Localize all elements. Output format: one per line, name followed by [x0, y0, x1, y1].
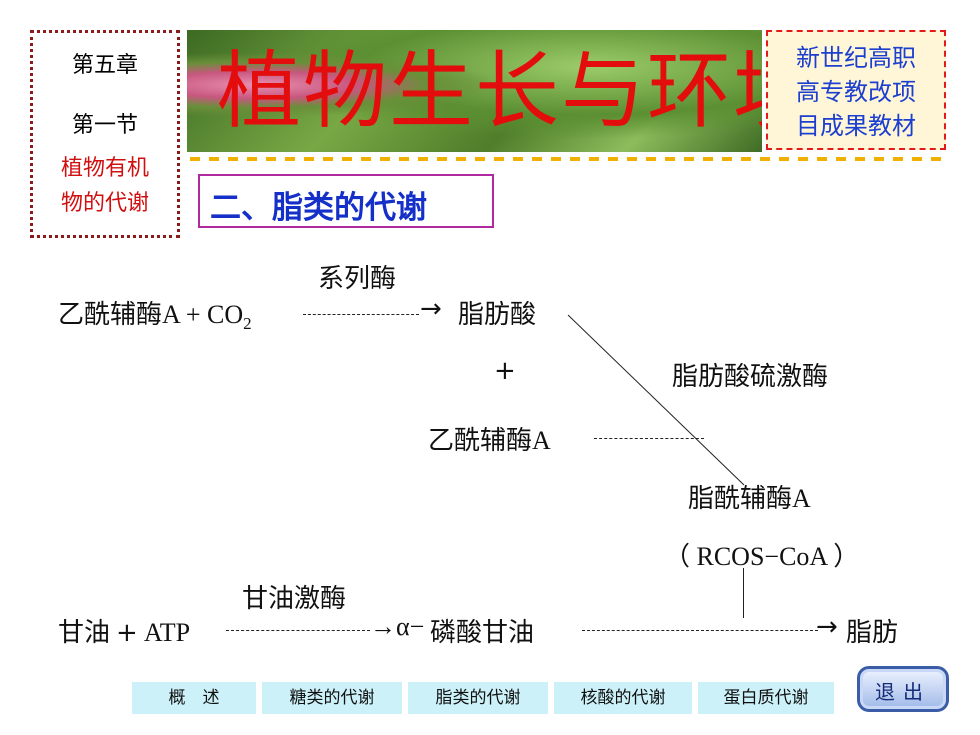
fatty-acid: 脂肪酸 — [458, 300, 537, 330]
fat-product: 脂肪 — [846, 618, 899, 648]
glycerol-text: 甘油 — [58, 618, 111, 648]
nav-protein-metabolism-button[interactable]: 蛋白质代谢 — [698, 682, 834, 714]
topic-line-2: 物的代谢 — [60, 191, 149, 216]
plus-sign: + — [494, 356, 516, 386]
acetyl-coa-2-text: 乙酰辅酶 — [428, 426, 533, 456]
fatty-acid-thiokinase: 脂肪酸硫激酶 — [672, 362, 829, 392]
exit-button[interactable]: 退出 — [857, 666, 949, 712]
topic-line-1: 植物有机 — [60, 156, 149, 181]
acetyl-coa-2: 乙酰辅酶A — [428, 420, 551, 457]
glycerol-kinase: 甘油激酶 — [242, 584, 347, 614]
chapter-box: 第五章 第一节 植物有机 物的代谢 — [30, 30, 180, 238]
banner-image: 植物生长与环境 — [187, 30, 762, 152]
nav-overview-button[interactable]: 概 述 — [132, 682, 256, 714]
arrow-head-final: → — [816, 612, 838, 642]
exit-label: 退出 — [875, 680, 931, 704]
acyl-coa-formula: （ RCOS−CoA ） — [664, 542, 860, 571]
arrow-line-1 — [303, 314, 419, 315]
textbook-note-line-1: 新世纪高职 — [796, 44, 916, 72]
nav-sugar-metabolism-button[interactable]: 糖类的代谢 — [262, 682, 402, 714]
textbook-note-box: 新世纪高职 高专教改项 目成果教材 — [766, 30, 946, 150]
dash-line-2 — [594, 438, 704, 439]
acyl-coa: 脂酰辅酶A — [688, 478, 811, 515]
arrow-head-1: → — [420, 294, 442, 324]
glycerol-atp: 甘油+ATP — [58, 612, 190, 649]
acetyl-coa-2-letter: A — [532, 426, 551, 455]
decorative-dot-line — [190, 157, 950, 161]
arrow-line-3 — [226, 630, 370, 631]
acetyl-coa-co2: 乙酰辅酶A + CO2 — [58, 294, 252, 333]
co2-subscript: 2 — [243, 314, 252, 333]
diagonal-connector — [567, 314, 745, 486]
acyl-coa-text: 脂酰辅酶 — [688, 484, 793, 514]
arrow-line-final — [582, 630, 818, 631]
atp-text: ATP — [143, 618, 191, 647]
nav-lipid-metabolism-button[interactable]: 脂类的代谢 — [408, 682, 548, 714]
section-heading-box: 二、脂类的代谢 — [198, 174, 494, 228]
vertical-connector — [743, 568, 744, 618]
chapter-label: 第五章 — [71, 53, 138, 78]
glycerol-phosphate: 磷酸甘油 — [430, 618, 535, 648]
acetyl-coa-text: 乙酰辅酶 — [58, 300, 163, 330]
arrow-head-3: →α− — [370, 612, 425, 641]
banner-title: 植物生长与环境 — [217, 42, 762, 140]
section-heading: 二、脂类的代谢 — [210, 190, 427, 226]
glycerol-plus: + — [116, 618, 138, 648]
co2-text: A + CO — [162, 300, 244, 329]
enzyme-series-label: 系列酶 — [318, 264, 397, 294]
nav-nucleic-metabolism-button[interactable]: 核酸的代谢 — [554, 682, 692, 714]
section-label: 第一节 — [71, 113, 138, 138]
textbook-note-line-3: 目成果教材 — [796, 112, 916, 140]
acyl-coa-letter: A — [792, 484, 811, 513]
textbook-note-line-2: 高专教改项 — [796, 78, 916, 106]
